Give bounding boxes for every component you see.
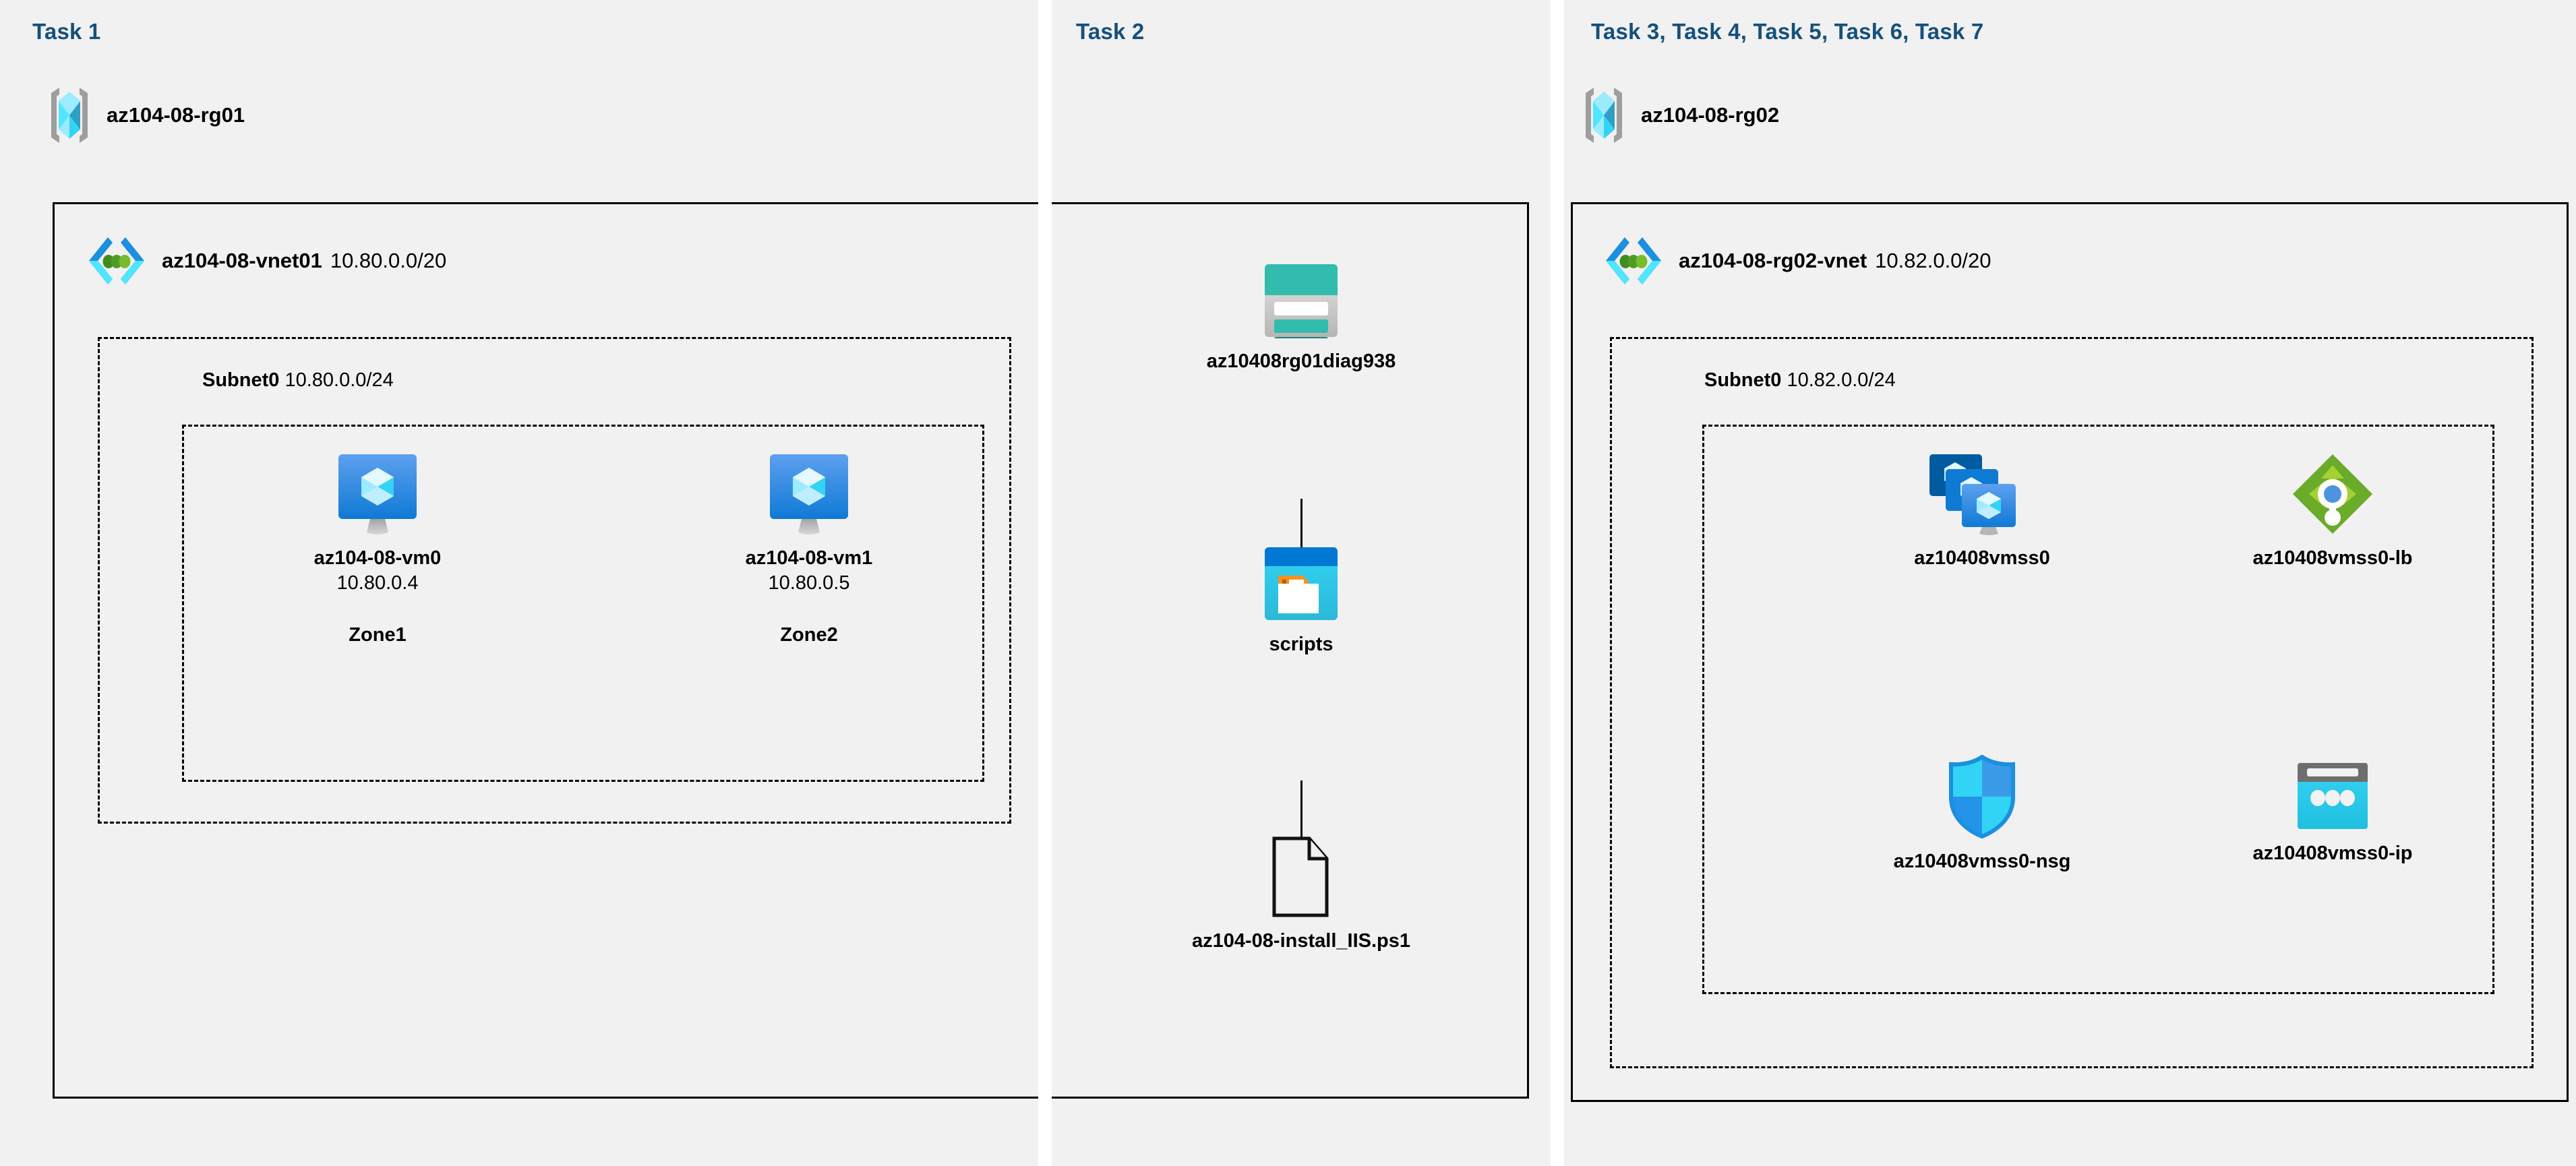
vmss-resource-boundary [1702,425,2494,994]
vnet-cidr-vnet01: 10.80.0.0/20 [330,249,447,272]
vnet-cidr-rg02: 10.82.0.0/20 [1875,249,1991,272]
vm-name: az104-08-vm1 [745,547,873,569]
subnet-cidr-vnet01: 10.80.0.0/24 [284,369,394,391]
public-ip-address-icon [2296,762,2369,830]
node-vm1[interactable]: az104-08-vm1 10.80.0.5 Zone2 [715,453,903,646]
node-load-balancer[interactable]: az10408vmss0-lb [2198,453,2467,570]
vnet-header-vnet01: az104-08-vnet01 10.80.0.0/20 [88,235,446,287]
node-blob-container[interactable]: scripts [1207,546,1396,656]
subnet-boundary-subnet0-vnet01 [98,337,1011,824]
load-balancer-icon [2292,453,2374,535]
panel-task1 [0,0,1038,1166]
node-vm-scale-set[interactable]: az10408vmss0 [1847,453,2117,570]
vmss-name: az10408vmss0 [1914,547,2050,569]
vm-ip: 10.80.0.5 [768,572,850,594]
load-balancer-name: az10408vmss0-lb [2252,547,2413,569]
vnet-boundary-vnet01 [53,202,1529,1099]
network-security-group-icon [1947,755,2017,838]
vnet-name-vnet01: az104-08-vnet01 [162,249,322,272]
vm-zone: Zone2 [780,624,838,646]
subnet-name-vnet01: Subnet0 [202,369,280,391]
storage-account-name: az10408rg01diag938 [1206,350,1396,372]
virtual-network-icon [88,235,146,287]
vnet-name-rg02: az104-08-rg02-vnet [1679,249,1867,272]
node-public-ip-address[interactable]: az10408vmss0-ip [2198,762,2467,865]
resource-group-name-rg02: az104-08-rg02 [1641,103,1780,127]
resource-group-name-rg01: az104-08-rg01 [107,103,245,127]
connector-storage-to-container [1300,499,1302,558]
virtual-machine-icon [337,453,418,535]
panel-gutter-right [1551,0,1564,1166]
resource-group-header-rg01: az104-08-rg01 [49,86,245,144]
panel-gutter-left [1038,0,1052,1166]
vm-ip: 10.80.0.4 [336,572,419,594]
node-storage-account[interactable]: az10408rg01diag938 [1207,263,1396,373]
subnet-label-vnet01: Subnet0 10.80.0.0/24 [202,369,394,392]
blob-container-icon [1263,546,1339,621]
availability-zone-boundary [182,425,984,782]
resource-group-header-rg02: az104-08-rg02 [1583,86,1779,144]
panel-task3 [1564,0,2576,1166]
document-file-icon [1270,836,1332,918]
node-vm0[interactable]: az104-08-vm0 10.80.0.4 Zone1 [283,453,472,646]
subnet-name-rg02: Subnet0 [1704,369,1782,391]
resource-group-icon [49,86,90,144]
vm-scale-set-icon [1928,453,2036,535]
virtual-machine-icon [769,453,849,535]
resource-group-icon [1583,86,1625,144]
node-script-file[interactable]: az104-08-install_IIS.ps1 [1192,836,1410,952]
script-file-name: az104-08-install_IIS.ps1 [1192,930,1410,952]
nsg-name: az10408vmss0-nsg [1893,851,2071,872]
storage-account-icon [1263,263,1339,338]
task-label-3: Task 3, Task 4, Task 5, Task 6, Task 7 [1591,19,1984,44]
vnet-boundary-rg02-vnet [1571,202,2569,1102]
subnet-label-rg02vnet: Subnet0 10.82.0.0/24 [1704,369,1896,392]
vnet-header-rg02-vnet: az104-08-rg02-vnet 10.82.0.0/20 [1605,235,1991,287]
node-network-security-group[interactable]: az10408vmss0-nsg [1847,755,2117,873]
vm-zone: Zone1 [349,624,407,646]
connector-container-to-file [1300,780,1302,840]
virtual-network-icon [1605,235,1663,287]
vm-name: az104-08-vm0 [313,547,442,569]
subnet-boundary-subnet0-rg02vnet [1610,337,2534,1068]
task-label-1: Task 1 [32,19,101,44]
blob-container-name: scripts [1269,634,1334,655]
task-label-2: Task 2 [1076,19,1145,44]
public-ip-name: az10408vmss0-ip [2252,842,2413,864]
subnet-cidr-rg02: 10.82.0.0/24 [1787,369,1896,391]
